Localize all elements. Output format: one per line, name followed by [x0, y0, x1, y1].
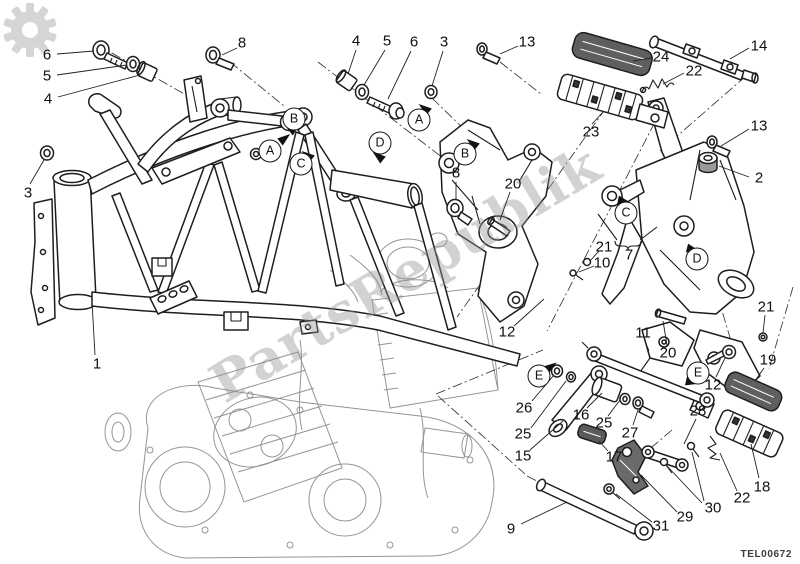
part-number-label: 9 — [506, 520, 516, 538]
part-number-label: 7 — [624, 246, 634, 264]
part-number-label: 29 — [676, 508, 694, 526]
leader-line — [221, 47, 238, 56]
part-number-label: 25 — [595, 414, 613, 432]
part-number-label: 13 — [750, 117, 768, 135]
view-balloon-D: D — [368, 131, 392, 155]
view-balloon-D: D — [685, 247, 709, 271]
part-number-label: 23 — [582, 123, 600, 141]
part-number-label: 8 — [237, 34, 247, 52]
leader-line — [615, 493, 653, 523]
part-number-label: 4 — [351, 32, 361, 50]
part-number-label: 8 — [451, 164, 461, 182]
leader-line — [762, 314, 766, 334]
part-number-label: 25 — [514, 425, 532, 443]
leader-line — [57, 74, 141, 98]
leader-line — [754, 367, 765, 382]
leader-line — [640, 474, 678, 513]
view-balloon-C: C — [614, 201, 638, 225]
leader-line — [363, 49, 386, 86]
part-number-label: 2 — [754, 169, 764, 187]
part-number-label: 18 — [753, 478, 771, 496]
part-number-label: 3 — [439, 33, 449, 51]
leader-line — [666, 465, 703, 504]
part-number-label: 31 — [652, 517, 670, 535]
part-number-label: 11 — [635, 324, 651, 342]
leader-line — [499, 45, 519, 55]
leader-line — [718, 165, 750, 178]
part-number-label: 14 — [750, 37, 768, 55]
leader-line — [632, 409, 639, 426]
part-number-label: 17 — [605, 448, 623, 466]
part-number-label: 3 — [23, 184, 33, 202]
view-balloon-A: A — [407, 108, 431, 132]
part-number-label: 27 — [621, 424, 639, 442]
part-number-label: 5 — [382, 32, 392, 50]
leader-line — [586, 392, 603, 409]
view-direction-arrows — [277, 103, 700, 386]
part-number-label: 20 — [504, 175, 522, 193]
part-number-label: 6 — [409, 33, 419, 51]
leader-line — [591, 111, 604, 125]
leader-line — [632, 57, 652, 62]
part-number-label: 28 — [689, 402, 707, 420]
leader-line — [56, 64, 128, 76]
view-balloon-A: A — [258, 139, 282, 163]
leader-line — [29, 159, 45, 185]
part-number-label: 16 — [572, 406, 590, 424]
part-number-label: 5 — [42, 67, 52, 85]
part-number-label: 4 — [43, 90, 53, 108]
leader-line — [750, 443, 760, 479]
leader-line — [589, 250, 600, 262]
leader-line — [607, 399, 621, 417]
frame-drawing — [30, 31, 784, 541]
leader-line — [520, 501, 568, 525]
part-number-label: 12 — [704, 376, 722, 394]
gear-icon — [3, 3, 57, 57]
part-number-label: 19 — [759, 351, 777, 369]
leader-line — [729, 47, 750, 60]
part-number-label: 22 — [733, 489, 751, 507]
part-number-label: 12 — [498, 323, 516, 341]
leader-line — [431, 50, 444, 87]
leader-line — [91, 301, 96, 356]
leader-line — [715, 357, 726, 378]
leader-line — [529, 420, 564, 451]
view-balloon-B: B — [282, 107, 306, 131]
view-balloon-E: E — [527, 364, 551, 388]
view-balloon-C: C — [289, 152, 313, 176]
leader-line — [662, 320, 668, 346]
view-balloon-E: E — [686, 361, 710, 385]
leader-line — [530, 380, 567, 429]
leader-line — [531, 374, 555, 402]
leader-line — [719, 452, 738, 492]
part-number-label: 13 — [518, 33, 536, 51]
leader-line — [56, 50, 95, 55]
leader-line — [499, 191, 511, 221]
leader-line — [598, 440, 609, 452]
part-number-label: 1 — [92, 355, 102, 373]
leader-line — [662, 72, 685, 85]
leader-line — [720, 128, 750, 147]
leader-line — [644, 340, 650, 352]
part-number-label: 24 — [652, 48, 670, 66]
leader-line — [387, 50, 412, 100]
part-number-label: 15 — [514, 447, 532, 465]
drawing-code: TEL00672 — [740, 549, 792, 560]
part-number-label: 20 — [659, 344, 677, 362]
part-number-label: 30 — [704, 499, 722, 517]
leader-line — [683, 418, 697, 445]
part-number-label: 10 — [593, 254, 611, 272]
leader-line — [513, 298, 545, 327]
part-number-label: 21 — [595, 238, 613, 256]
part-number-label: 22 — [685, 62, 703, 80]
part-number-label: 6 — [42, 46, 52, 64]
part-number-label: 26 — [515, 399, 533, 417]
part-number-label: 21 — [757, 298, 775, 316]
view-balloon-B: B — [453, 142, 477, 166]
leader-line — [578, 265, 595, 273]
leader-line — [347, 49, 357, 75]
leader-line — [691, 451, 705, 502]
